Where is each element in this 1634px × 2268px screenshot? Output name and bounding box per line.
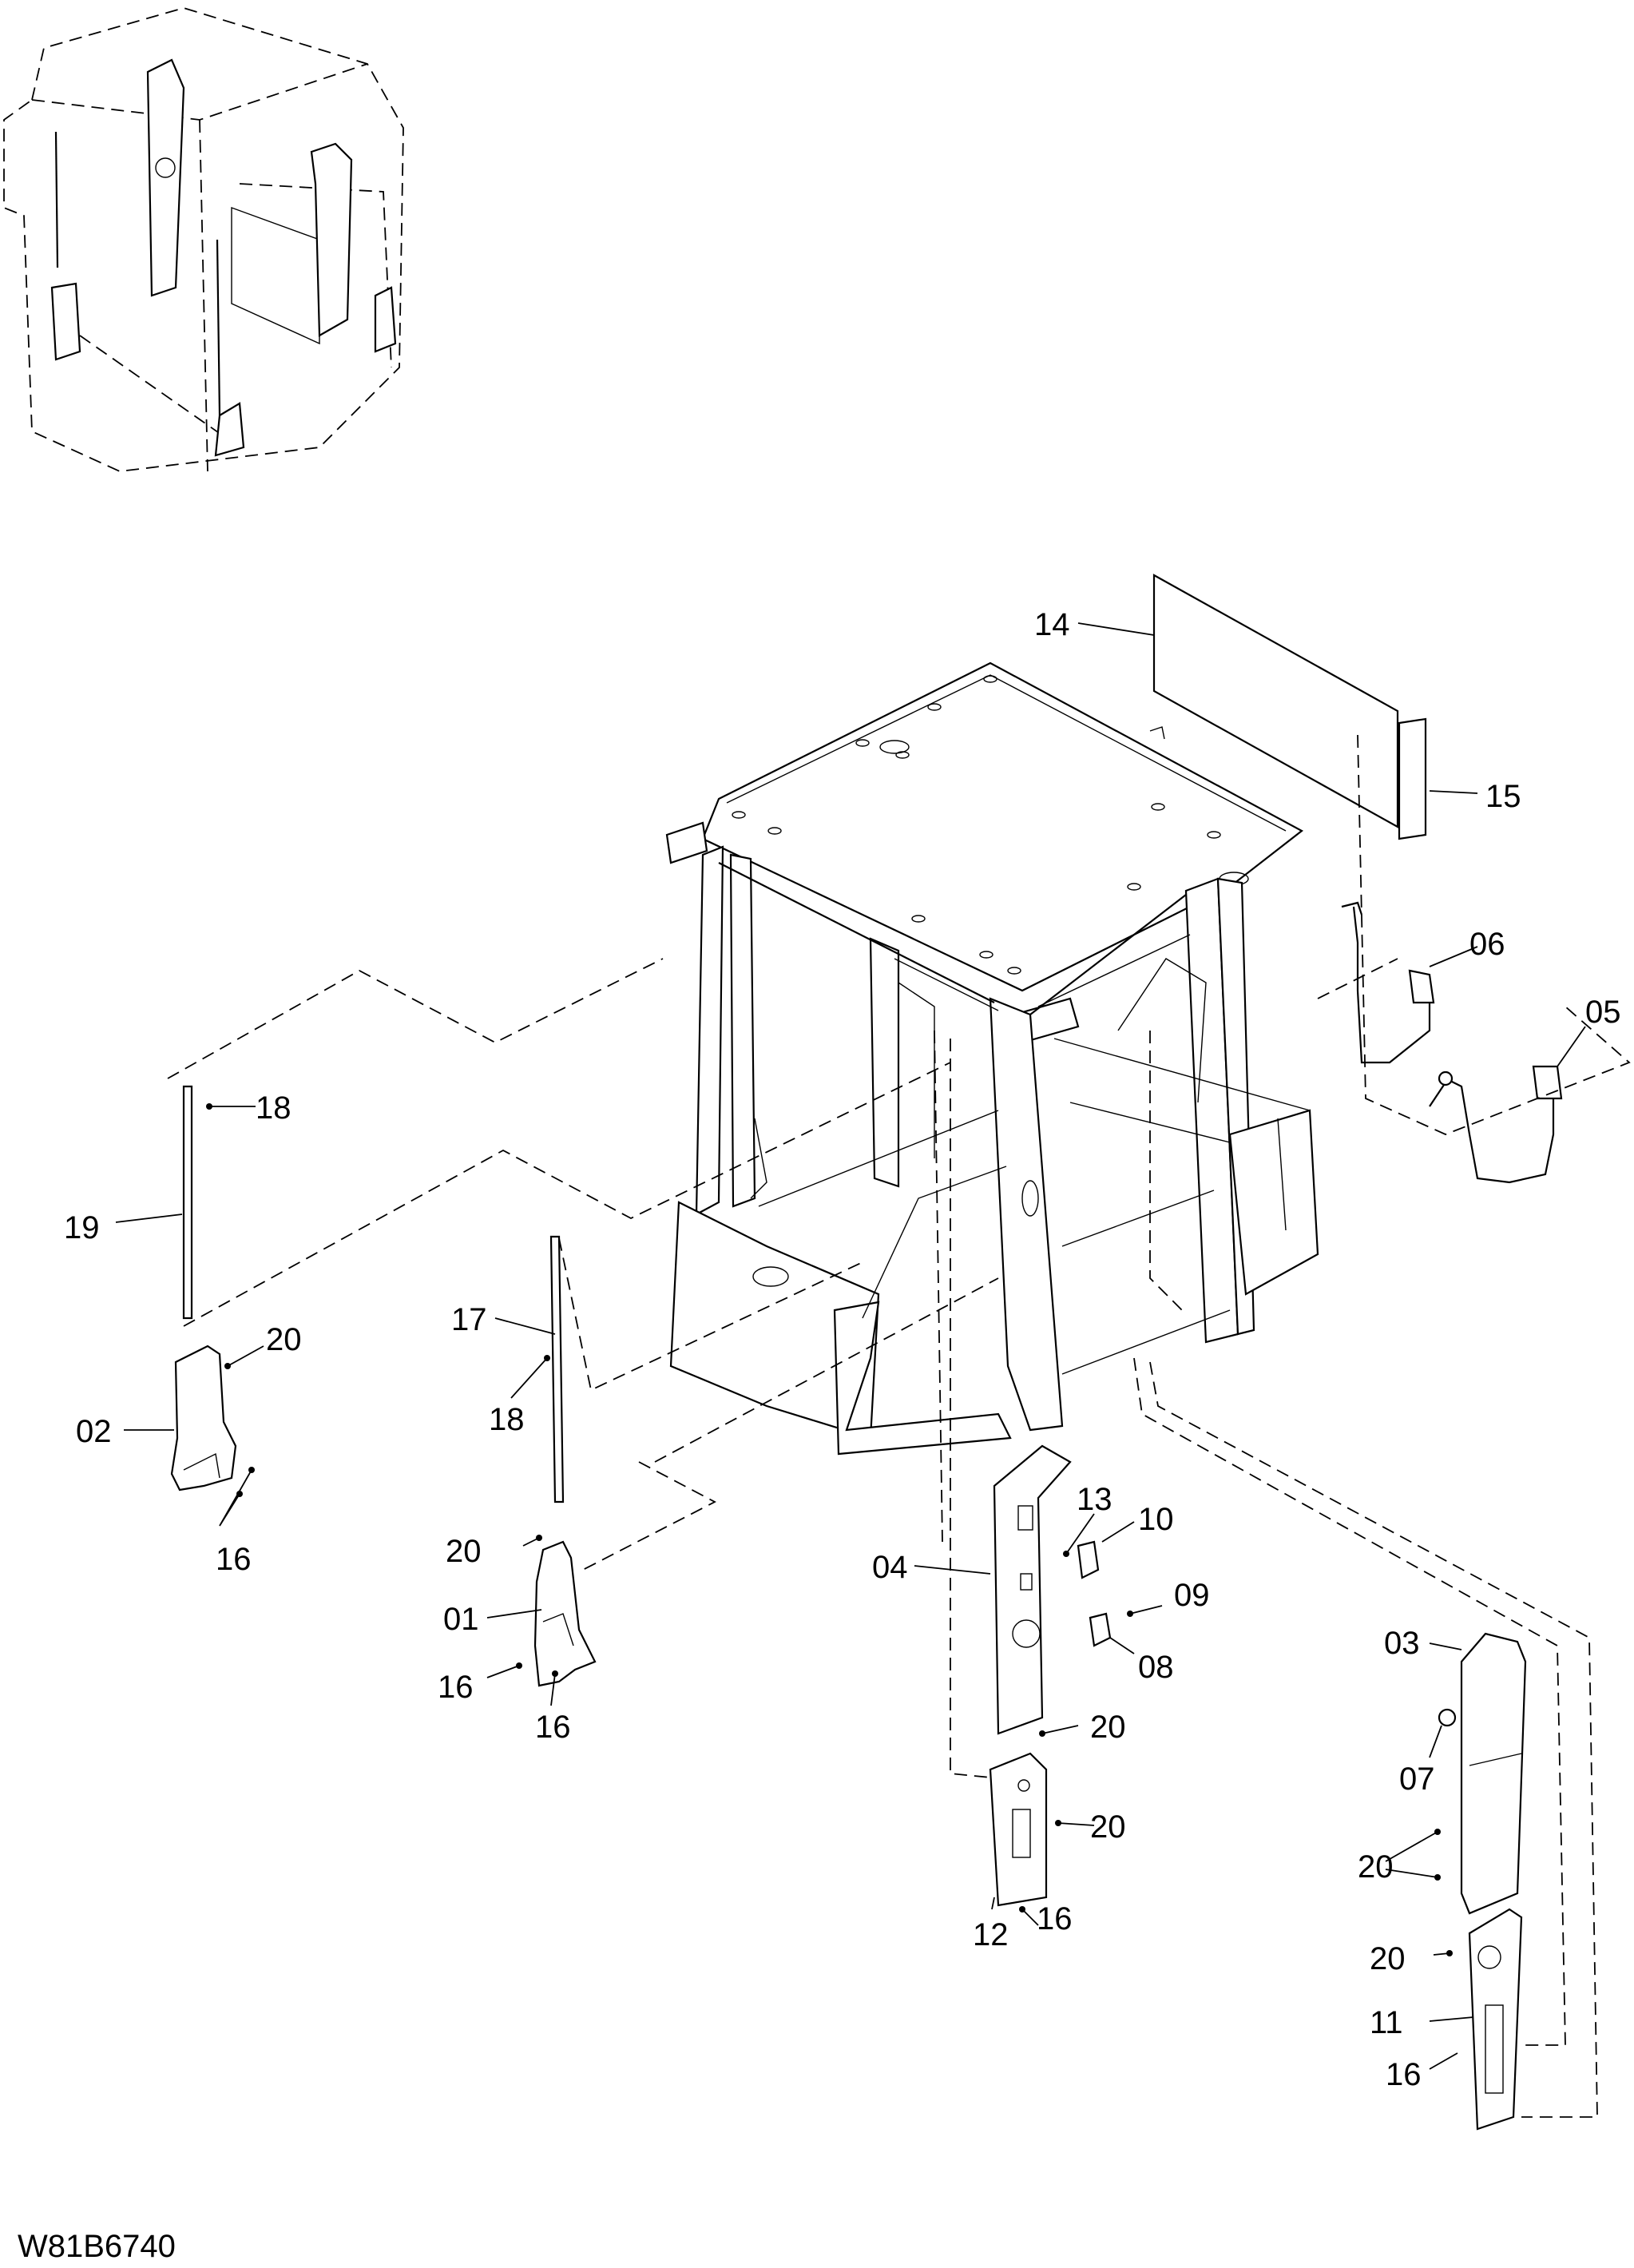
callout-10: 10 — [1138, 1502, 1174, 1537]
part-12-trim — [989, 1752, 1048, 1907]
part-15-seal — [1398, 717, 1427, 840]
callout-18: 18 — [489, 1402, 525, 1437]
callout-17: 17 — [451, 1302, 487, 1337]
callout-07: 07 — [1399, 1762, 1435, 1797]
callout-05: 05 — [1585, 995, 1621, 1030]
callout-08: 08 — [1138, 1650, 1174, 1685]
overview-thumbnail — [3, 7, 404, 472]
callout-19: 19 — [64, 1210, 100, 1245]
leader-lines — [115, 622, 1586, 2070]
part-05-harness — [1429, 1078, 1555, 1184]
callout-11: 11 — [1370, 2005, 1403, 2040]
cab-frame — [665, 661, 1319, 1456]
part-02-cover — [170, 1345, 237, 1491]
part-19-strip — [182, 1085, 193, 1320]
callout-14: 14 — [1034, 607, 1070, 642]
callout-06: 06 — [1469, 927, 1505, 962]
callout-labels: 14 15 06 05 18 19 20 02 16 17 18 20 01 1… — [64, 607, 1621, 2092]
callout-16: 16 — [1037, 1901, 1073, 1936]
callout-16: 16 — [1386, 2057, 1422, 2092]
part-01-cover — [533, 1540, 597, 1687]
callout-03: 03 — [1384, 1626, 1420, 1661]
callout-15: 15 — [1485, 779, 1521, 814]
part-03-trim — [1460, 1632, 1527, 1915]
callout-20: 20 — [1370, 1941, 1406, 1976]
callout-16: 16 — [216, 1542, 252, 1577]
assembly-lines — [167, 734, 1631, 2118]
callout-02: 02 — [76, 1414, 112, 1449]
callout-04: 04 — [872, 1550, 908, 1585]
part-06-harness — [1341, 901, 1431, 1064]
callout-13: 13 — [1077, 1482, 1112, 1517]
callout-01: 01 — [443, 1602, 479, 1637]
part-14-glass — [1152, 574, 1399, 828]
callout-09: 09 — [1174, 1578, 1210, 1613]
callout-16: 16 — [535, 1710, 571, 1745]
callout-20: 20 — [446, 1534, 482, 1569]
part-10-switch — [1077, 1540, 1100, 1579]
callout-20: 20 — [1090, 1710, 1126, 1745]
drawing-code: W81B6740 — [18, 2229, 176, 2264]
callout-16: 16 — [438, 1670, 474, 1705]
callout-20: 20 — [1090, 1809, 1126, 1845]
part-11-trim — [1468, 1908, 1523, 2131]
part-08-switch — [1089, 1612, 1112, 1647]
callout-20: 20 — [266, 1322, 302, 1357]
parts — [170, 574, 1563, 2131]
part-17-strip — [549, 1235, 565, 1503]
callout-20: 20 — [1358, 1849, 1394, 1885]
callout-12: 12 — [973, 1917, 1009, 1952]
callout-18: 18 — [256, 1090, 292, 1126]
